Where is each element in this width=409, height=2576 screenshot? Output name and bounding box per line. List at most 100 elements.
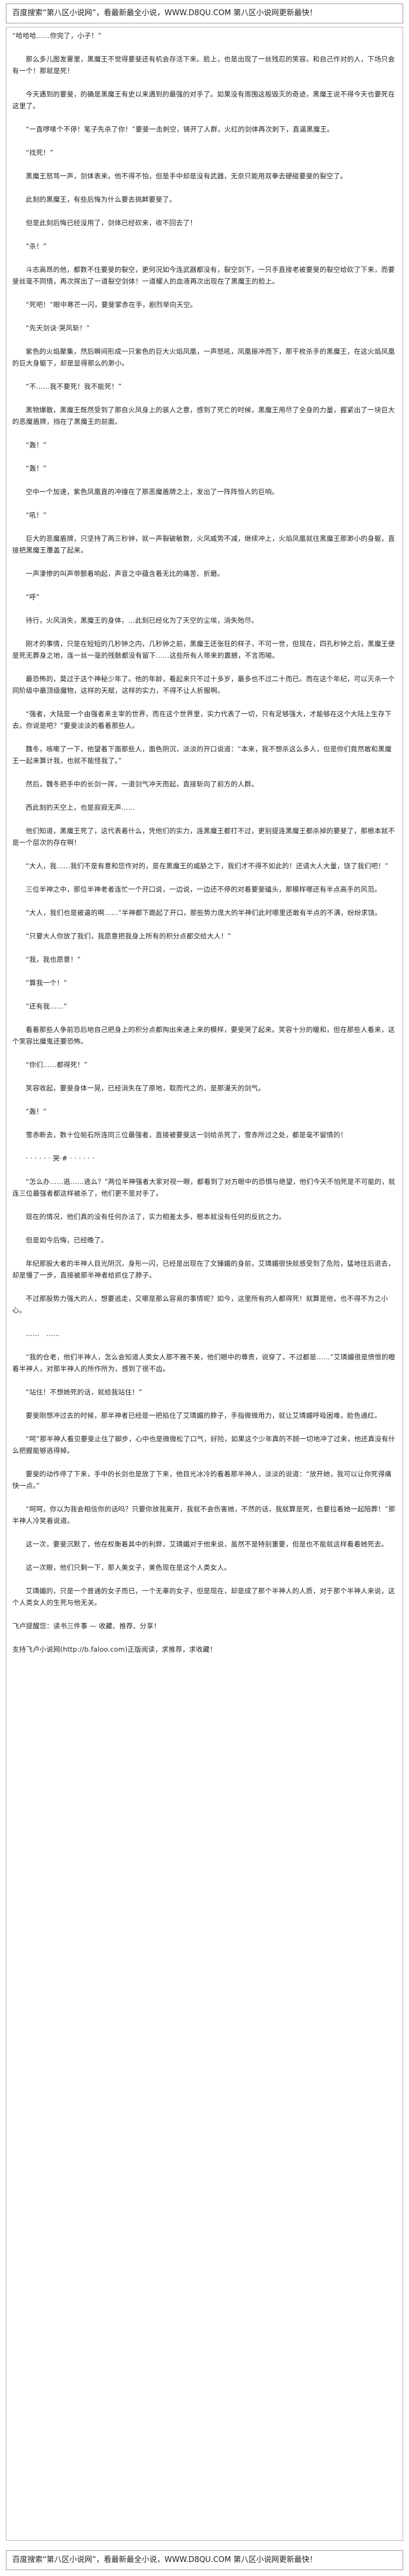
top-banner-text: 百度搜索“第八区小说网”，看最新最全小说，WWW.D8QU.COM 第八区小说网… [12,9,317,18]
paragraph: 笑容收起，要斐身体一晃，已经消失在了原地，取而代之的，是那漫天的剑气。 [26,1084,265,1092]
paragraph: 刚才的事情，只是在短短的几秒钟之内，几秒钟之前，黑魔王还张狂的样子，不可一世，但… [12,640,395,659]
paragraph-gap [12,661,397,673]
paragraph: “算我一个！” [26,979,67,987]
paragraph: “还有我……” [26,1002,67,1010]
paragraph-gap [12,1117,397,1129]
paragraph: 魏冬，咳嗽了一下，他望着下面那些人，面色阴沉，淡淡的开口说道：“本来，我不想杀这… [12,745,392,765]
paragraph-gap [12,474,397,486]
paragraph-gap [12,1071,397,1082]
paragraph: 但是此刻后悔已经没用了，剑体已经砍来，收不回去了！ [26,219,197,227]
paragraph: “呵”那半神人看见要斐止住了脚步，心中也是微微松了口气，好险，如果这个少年真的不… [12,1435,396,1455]
paragraph-gap [12,1047,397,1059]
paragraph-gap [12,696,397,708]
paragraph-gap [12,1164,397,1176]
bottom-banner: 百度搜索“第八区小说网”，看最新最全小说，WWW.D8QU.COM 第八区小说网… [6,2550,403,2570]
paragraph: 他们知道，黑魔王死了，这代表着什么，凭他们的实力，连黑魔王都打不过，更别提连黑魔… [12,827,395,847]
paragraph-gap [12,1339,397,1351]
paragraph-gap [12,1608,397,1620]
paragraph-gap [12,498,397,509]
paragraph: 一声凄惨的叫声带颤着响起，声音之中蕴含着无比的痛苦、折磨。 [26,569,224,578]
paragraph: 西此刻的天空上，也是寂寂无声…… [26,803,136,812]
bottom-banner-text: 百度搜索“第八区小说网”，看最新最全小说，WWW.D8QU.COM 第八区小说网… [12,2556,317,2564]
paragraph: “大人，我……我们不是有意和您作对的，是在黑魔王的威胁之下，我们才不得不如此的！… [26,862,389,870]
paragraph: “我的仓老，他们半神人，怎么会知道人类女人那不雅不美，他们眼中的尊贵，说穿了，不… [12,1353,396,1373]
paragraph: 巨大的恶魔盾牌，只坚持了两三秒钟，就一声裂破敏数，火凤威势不减，继续冲上，火焰凤… [12,534,395,554]
paragraph-gap [12,1421,397,1433]
paragraph: “怎么办……逃……逃么？”两位半神强者大家对视一眼，都看到了对方眼中的恐惧与绝望… [12,1177,396,1197]
paragraph-gap [12,521,397,533]
paragraph-gap [12,813,397,825]
paragraph: 此刻的黑魔王，有些后悔为什么要去挑衅要斐了。 [26,195,176,203]
paragraph-gap [12,205,397,217]
paragraph-gap [12,252,397,264]
paragraph: “杀！” [26,242,47,250]
paragraph: “吼！” [26,511,47,519]
paragraph-gap [12,1632,397,1643]
paragraph-gap [12,1094,397,1106]
paragraph-gap [12,1491,397,1503]
paragraph-gap [12,392,397,404]
paragraph: “轰！” [26,464,47,472]
paragraph-gap [12,1375,397,1386]
paragraph: “先天剑诀·哭风斩！” [26,324,90,332]
paragraph-gap [12,1223,397,1234]
paragraph-gap [12,731,397,743]
chapter-end-note: 飞卢提醒您：读书三件事 — 收藏、推荐、分享！ [12,1622,161,1630]
paragraph: “哈哈哈……你完了，小子！” [12,32,102,40]
paragraph: 黑魔王怒骂一声，剑体表来。他不得不怕，但是手中却是没有武器，无奈只能用双拳去硬碰… [26,172,347,180]
top-banner: 百度搜索“第八区小说网”，看最新最全小说，WWW.D8QU.COM 第八区小说网… [6,4,403,23]
paragraph: “轰！” [26,441,47,449]
paragraph: “一直啰嗦个不停！笔子先杀了你！”要斐一击刺空，铸开了人群，火红的剑体再次刺下，… [26,125,334,133]
paragraph-gap [12,369,397,381]
paragraph: 这一次眼，他们只剩一下，那人美女子，美色现在是这个人类女人。 [26,1563,231,1572]
paragraph: 最恐怖的，莫过于这个神秘少年了。他的年龄，看起来只不过十多岁，最多也不过二十而已… [12,675,395,695]
paragraph: “死吧！”眼中寒芒一闪，要斐掌赤在手，剧烈举向天空。 [26,301,197,309]
paragraph: 要斐的动作停了下来，手中的长剑也是放了下来，他目光冰冷的看着那半神人，淡淡的说道… [12,1470,392,1490]
paragraph-gap [12,989,397,1000]
paragraph-gap [12,1527,397,1538]
paragraph: 斗志高昂的他，都数不住要斐的裂空，更何况如今连武器都没有，裂空剑下，一只手直接老… [12,265,395,285]
paragraph: 今天遇到的要斐，的确是黑魔王有史以来遇到的最强的对手了。如果没有周围这般毁灭的奇… [12,90,395,110]
paragraph: 紫色的火焰聚集，然后瞬间形成一只紫色的巨大火焰凤凰，一声怒吼，凤凰振冲而下，那干… [12,347,395,367]
paragraph-gap [12,112,397,123]
paragraph-gap [12,1456,397,1468]
paragraph: 年纪那股大者的半神人目光阴沉，身形一闪，已经是出现在了文臻媚的身前，艾璘媚很快就… [12,1259,395,1279]
paragraph: “大人，我们也是被逼的啊……”半神都下跪起了开口，那些势力庞大的半神们此时哪里还… [26,909,382,917]
paragraph: “找死！” [26,149,54,157]
paragraph: 看着那些人争前恐后地自己把身上的积分点都掏出来递上来的模样，要斐哭了起来。笑容十… [12,1025,395,1045]
chapter-content: “哈哈哈……你完了，小子！”那么多儿图发雾里，黑魔王不觉得要斐还有机会存活下来。… [6,27,403,2541]
paragraph: “呼” [26,593,40,601]
paragraph-gap [12,77,397,88]
paragraph-gap [12,1141,397,1152]
paragraph: …… …… [26,1330,60,1338]
paragraph-gap [12,158,397,170]
paragraph: “呵呵，你以为我会相信你的话吗？只要你放我离开，我就不会伤害她，不然的话，我就算… [12,1505,396,1525]
paragraph: 艾璘媚的，只是一个普通的女子而已，一个无辜的女子，但是现在，却是成了那个半神人的… [12,1587,395,1607]
paragraph-gap [12,918,397,930]
paragraph-gap [12,451,397,462]
paragraph-gap [12,1012,397,1024]
paragraph: “轰！” [26,1107,47,1116]
paragraph: 待行，火风消失，黑魔王的身体，…此刻已经化为了天空的尘埃，消失殆尽。 [26,616,258,624]
paragraph-gap [12,848,397,860]
paragraph: 现在的情况，他们真的没有任何办法了，实力相差太多，根本就没有任何的反抗之力。 [26,1213,286,1221]
paragraph-gap [12,626,397,638]
paragraph-gap [12,579,397,591]
paragraph: 空中一个加速，紫色凤凰直的冲撞在了那恶魔盾牌之上，发出了一阵阵恒人的巨响。 [26,488,279,496]
paragraph: 不过那股势力强大的人，想要逃走，又哪是那么容易的事情呢？如今，这里所有的人都得死… [12,1294,389,1314]
paragraph: · · · · · · 哭·# · · · · · · [26,1154,95,1162]
paragraph-gap [12,872,397,883]
paragraph-gap [12,942,397,954]
paragraph-gap [12,287,397,299]
paragraph-gap [12,766,397,778]
paragraph: “你们……都得死！” [26,1061,88,1069]
paragraph: 但是如今后悔，已经晚了。 [26,1236,108,1244]
paragraph-gap [12,965,397,977]
paragraph: “强者，大陆是一个由强者来主宰的世界，而在这个世界里，实力代表了一切，只有足够强… [12,710,392,730]
support-link-note[interactable]: 支持飞卢小说网(http://b.faloo.com)正版阅读，求推荐，求收藏！ [12,1645,217,1653]
paragraph-gap [12,1316,397,1328]
paragraph-gap [12,42,397,53]
paragraph-gap [12,334,397,346]
paragraph-gap [12,1199,397,1211]
paragraph-gap [12,310,397,322]
